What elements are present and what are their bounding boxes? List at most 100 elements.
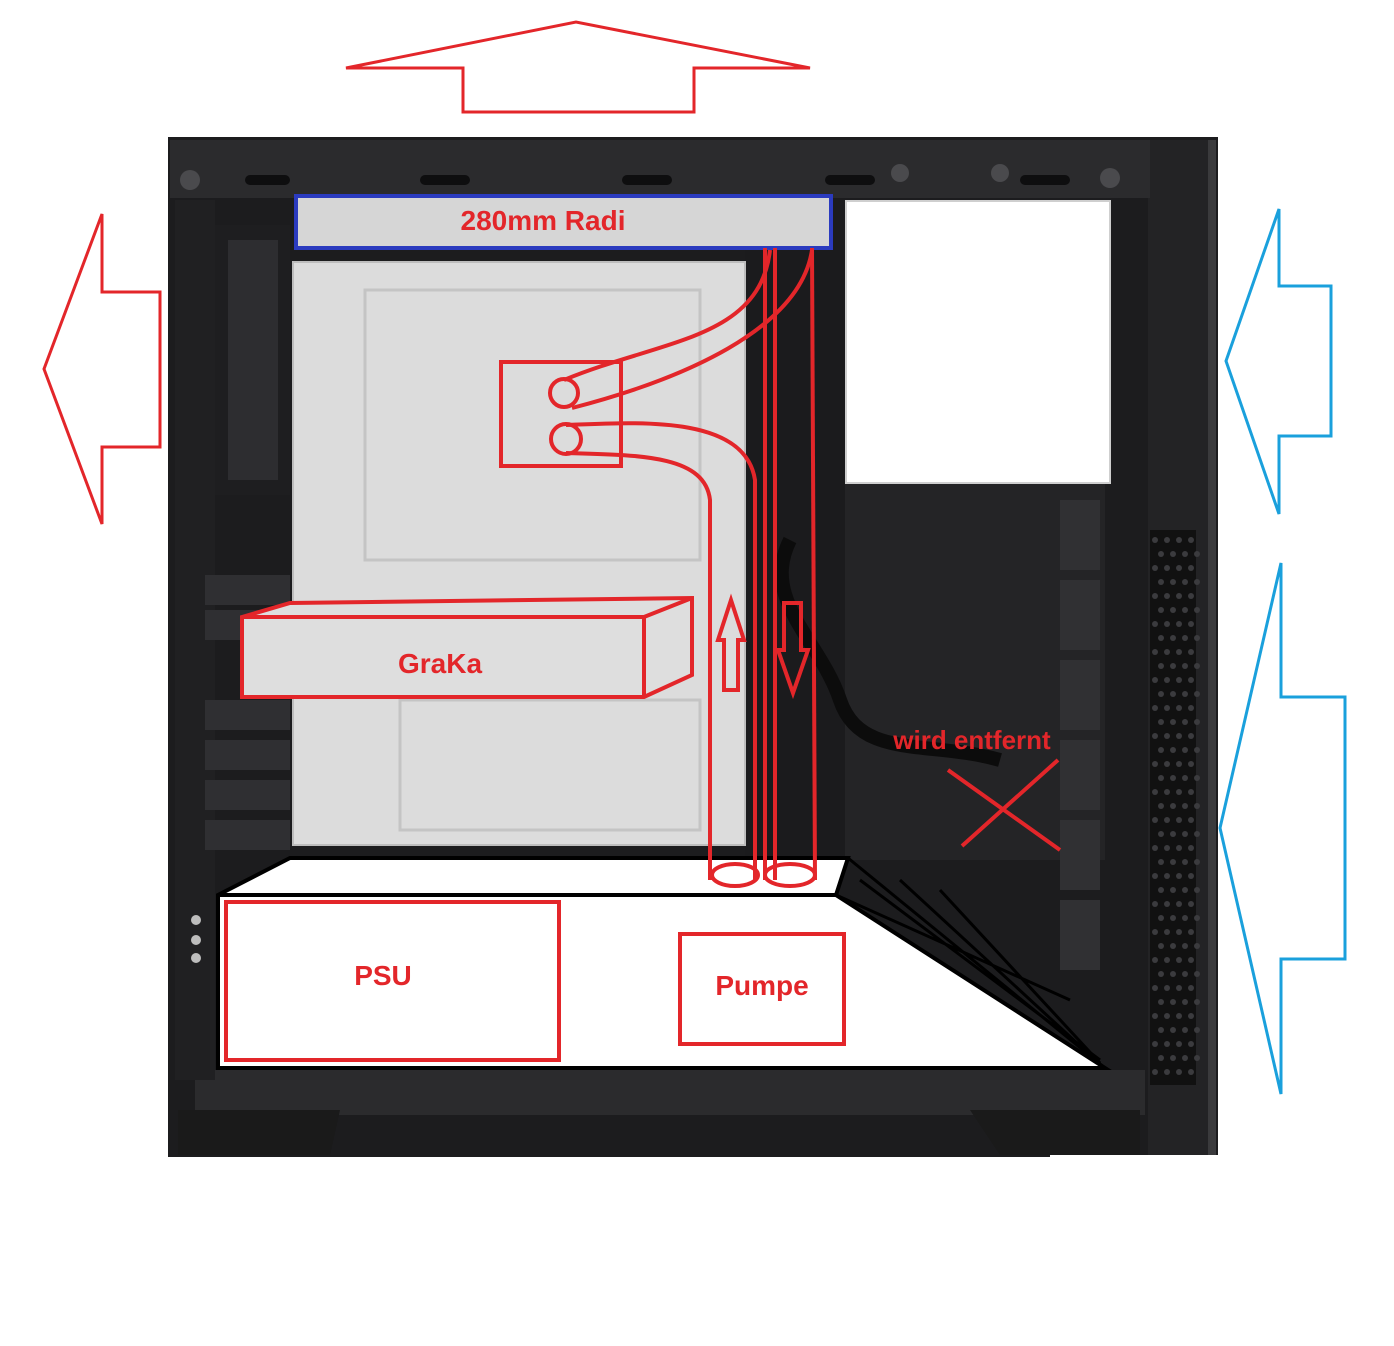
mesh-hole <box>1170 663 1176 669</box>
mesh-hole <box>1188 873 1194 879</box>
mesh-hole <box>1152 957 1158 963</box>
mesh-hole <box>1188 1069 1194 1075</box>
mesh-hole <box>1170 971 1176 977</box>
mesh-hole <box>1182 831 1188 837</box>
mesh-hole <box>1158 803 1164 809</box>
mesh-hole <box>1152 789 1158 795</box>
mesh-hole <box>1152 1013 1158 1019</box>
mesh-hole <box>1194 1055 1200 1061</box>
mesh-hole <box>1194 775 1200 781</box>
pump-label: Pumpe <box>715 970 808 1001</box>
mesh-hole <box>1182 579 1188 585</box>
cable-area <box>745 250 845 860</box>
mesh-hole <box>1182 915 1188 921</box>
mesh-hole <box>1164 957 1170 963</box>
mesh-hole <box>1164 985 1170 991</box>
removed-label: wird entfernt <box>892 725 1051 755</box>
mesh-hole <box>1176 1041 1182 1047</box>
mesh-hole <box>1158 747 1164 753</box>
mesh-hole <box>1176 1013 1182 1019</box>
mesh-hole <box>1164 1013 1170 1019</box>
mesh-hole <box>1194 747 1200 753</box>
mesh-hole <box>1194 663 1200 669</box>
mesh-hole <box>1176 733 1182 739</box>
mesh-hole <box>1176 621 1182 627</box>
flow-up-icon <box>715 593 747 692</box>
mesh-hole <box>1164 733 1170 739</box>
tube-passthrough-left <box>710 862 760 888</box>
mesh-hole <box>1188 845 1194 851</box>
mesh-hole <box>1158 579 1164 585</box>
mesh-hole <box>1158 887 1164 893</box>
mesh-hole <box>1170 1027 1176 1033</box>
mesh-hole <box>1164 593 1170 599</box>
drive-bays <box>1060 500 1100 970</box>
mesh-hole <box>1176 789 1182 795</box>
mesh-hole <box>1170 943 1176 949</box>
mesh-hole <box>1194 915 1200 921</box>
rear-fan-inner <box>228 240 278 480</box>
mesh-hole <box>1164 761 1170 767</box>
mesh-hole <box>1164 621 1170 627</box>
tube-cpu-to-pump-b <box>565 451 712 880</box>
mesh-hole <box>1182 1055 1188 1061</box>
mesh-hole <box>1158 999 1164 1005</box>
mesh-hole <box>1170 747 1176 753</box>
mesh-hole <box>1164 1069 1170 1075</box>
mesh-hole <box>1164 929 1170 935</box>
tray-outline-lower <box>398 698 702 832</box>
mesh-hole <box>1164 901 1170 907</box>
tube-cpu-to-pump-a <box>565 421 757 880</box>
mesh-hole <box>1170 635 1176 641</box>
mesh-hole <box>1152 1041 1158 1047</box>
mesh-hole <box>1188 985 1194 991</box>
radiator-box <box>294 194 833 250</box>
mesh-hole <box>1194 999 1200 1005</box>
mesh-hole <box>1194 943 1200 949</box>
mesh-hole <box>1182 887 1188 893</box>
flow-down-icon <box>775 601 811 700</box>
mesh-hole <box>1188 565 1194 571</box>
mesh-hole <box>1182 719 1188 725</box>
water-tubes <box>563 247 817 888</box>
mesh-hole <box>1158 1055 1164 1061</box>
mesh-hole <box>1176 761 1182 767</box>
mesh-hole <box>1194 719 1200 725</box>
mesh-hole <box>1164 1041 1170 1047</box>
mesh-hole <box>1182 775 1188 781</box>
psu-label: PSU <box>354 960 412 991</box>
mesh-hole <box>1182 999 1188 1005</box>
mesh-hole <box>1152 677 1158 683</box>
mesh-hole <box>1188 677 1194 683</box>
mesh-hole <box>1158 719 1164 725</box>
mesh-hole <box>1188 649 1194 655</box>
mesh-hole <box>1188 621 1194 627</box>
tube-radiator-to-pump-c <box>810 247 817 881</box>
mesh-hole <box>1188 761 1194 767</box>
intake-front-top-arrow-icon <box>1224 208 1333 515</box>
mesh-hole <box>1176 957 1182 963</box>
radiator-label: 280mm Radi <box>461 205 626 236</box>
mesh-hole <box>1164 845 1170 851</box>
mesh-hole <box>1152 761 1158 767</box>
mesh-hole <box>1188 929 1194 935</box>
mesh-hole <box>1152 537 1158 543</box>
mesh-hole <box>1182 1027 1188 1033</box>
mesh-hole <box>1194 971 1200 977</box>
mesh-hole <box>1164 873 1170 879</box>
mesh-hole <box>1158 551 1164 557</box>
mesh-hole <box>1152 621 1158 627</box>
mesh-hole <box>1176 929 1182 935</box>
mesh-hole <box>1194 803 1200 809</box>
mesh-pattern <box>1152 537 1200 1075</box>
mesh-hole <box>1194 1027 1200 1033</box>
mesh-hole <box>1188 957 1194 963</box>
mesh-hole <box>1158 775 1164 781</box>
mesh-hole <box>1188 1041 1194 1047</box>
mesh-hole <box>1188 537 1194 543</box>
mesh-hole <box>1194 579 1200 585</box>
pump: Pumpe <box>678 932 846 1046</box>
mesh-hole <box>1158 635 1164 641</box>
case-foot-left <box>178 1110 340 1155</box>
